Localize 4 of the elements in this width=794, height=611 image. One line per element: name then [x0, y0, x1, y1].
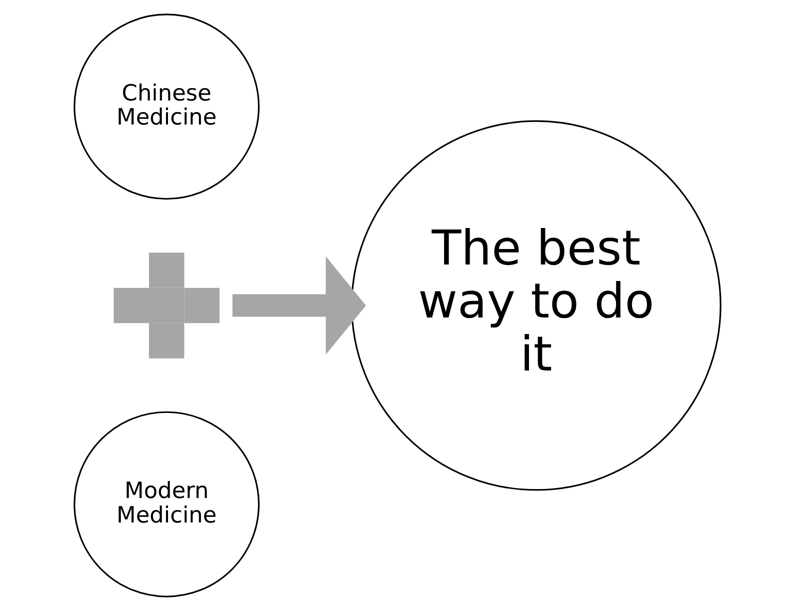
node-circle: The best way to do it: [350, 120, 721, 491]
node-circle: Modern Medicine: [73, 411, 260, 598]
node-circle: Chinese Medicine: [73, 14, 260, 200]
arrow: [232, 256, 366, 355]
